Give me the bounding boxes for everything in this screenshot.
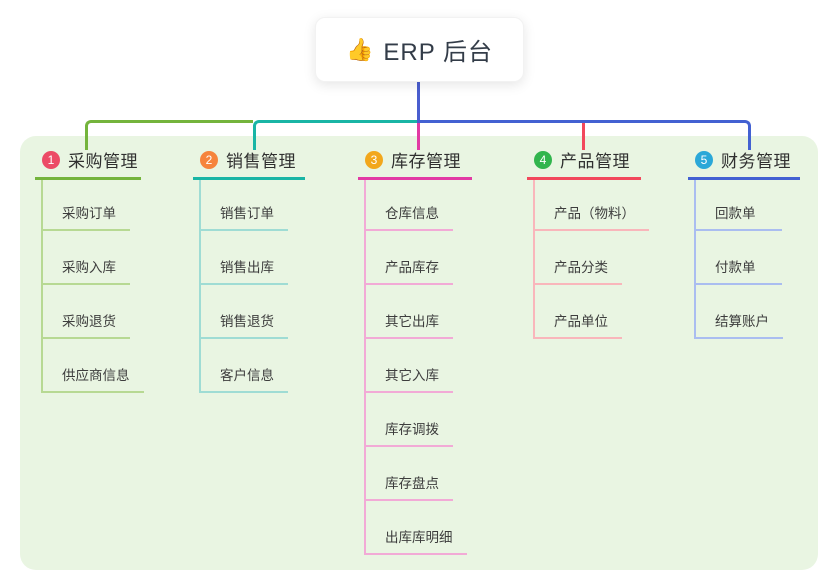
child-node[interactable]: 付款单 [696,231,782,285]
branch-connector-line [253,120,418,150]
child-node[interactable]: 回款单 [696,177,782,231]
child-label: 仓库信息 [385,206,439,221]
branch-node-1[interactable]: 1 采购管理 [35,147,141,180]
child-node[interactable]: 销售订单 [201,177,288,231]
child-label: 销售订单 [220,206,274,221]
child-label: 库存调拨 [385,422,439,437]
branch-number-badge: 3 [365,150,383,169]
child-label: 销售出库 [220,260,274,275]
child-label: 其它入库 [385,368,439,383]
branch-number-badge: 5 [695,150,713,169]
branch-children-list: 回款单付款单结算账户 [694,177,783,339]
child-label: 采购订单 [62,206,116,221]
child-label: 产品单位 [554,314,608,329]
child-node[interactable]: 产品分类 [535,231,622,285]
branch-children-list: 仓库信息产品库存其它出库其它入库库存调拨库存盘点出库库明细 [364,177,467,555]
child-node[interactable]: 客户信息 [201,339,288,393]
branch-connector-line [582,120,585,150]
child-node[interactable]: 出库库明细 [366,501,467,555]
child-node[interactable]: 产品单位 [535,285,622,339]
branch-node-5[interactable]: 5 财务管理 [688,147,800,180]
branch-label: 财务管理 [721,152,791,171]
child-label: 回款单 [715,206,756,221]
branch-label: 库存管理 [391,152,461,171]
child-node[interactable]: 供应商信息 [43,339,144,393]
child-label: 销售退货 [220,314,274,329]
child-node[interactable]: 库存调拨 [366,393,453,447]
child-label: 客户信息 [220,368,274,383]
child-node[interactable]: 采购订单 [43,177,130,231]
child-label: 供应商信息 [62,368,130,383]
branch-number-badge: 1 [42,150,60,169]
child-label: 结算账户 [715,314,769,329]
child-node[interactable]: 产品（物料） [535,177,649,231]
branch-node-4[interactable]: 4 产品管理 [527,147,641,180]
branch-children-list: 产品（物料） 产品分类产品单位 [533,177,649,339]
child-node[interactable]: 其它出库 [366,285,453,339]
root-title: ERP 后台 [383,39,493,66]
child-node[interactable]: 库存盘点 [366,447,453,501]
branch-number-badge: 2 [200,150,218,169]
branch-connector-line [85,120,253,150]
child-node[interactable]: 其它入库 [366,339,453,393]
child-label: 产品分类 [554,260,608,275]
branch-connector-line [418,120,751,150]
child-node[interactable]: 销售出库 [201,231,288,285]
branch-label: 销售管理 [226,152,296,171]
branch-node-2[interactable]: 2 销售管理 [193,147,305,180]
root-node-erp[interactable]: 👍 ERP 后台 [315,17,524,82]
branch-label: 采购管理 [68,152,138,171]
branch-children-list: 采购订单采购入库采购退货供应商信息 [41,177,144,393]
child-node[interactable]: 结算账户 [696,285,783,339]
child-label: 其它出库 [385,314,439,329]
child-node[interactable]: 采购入库 [43,231,130,285]
child-label: 产品库存 [385,260,439,275]
branch-node-3[interactable]: 3 库存管理 [358,147,472,180]
child-node[interactable]: 销售退货 [201,285,288,339]
root-connector-line [417,82,420,123]
child-node[interactable]: 产品库存 [366,231,453,285]
child-label: 出库库明细 [385,530,453,545]
child-label: 产品（物料） [554,206,635,221]
thumbs-up-icon: 👍 [346,36,374,62]
child-node[interactable]: 采购退货 [43,285,130,339]
child-label: 库存盘点 [385,476,439,491]
child-node[interactable]: 仓库信息 [366,177,453,231]
branch-label: 产品管理 [560,152,630,171]
branch-number-badge: 4 [534,150,552,169]
child-label: 采购退货 [62,314,116,329]
branches-panel [20,136,818,570]
child-label: 采购入库 [62,260,116,275]
branch-connector-line [417,120,420,150]
branch-children-list: 销售订单销售出库销售退货客户信息 [199,177,288,393]
child-label: 付款单 [715,260,756,275]
